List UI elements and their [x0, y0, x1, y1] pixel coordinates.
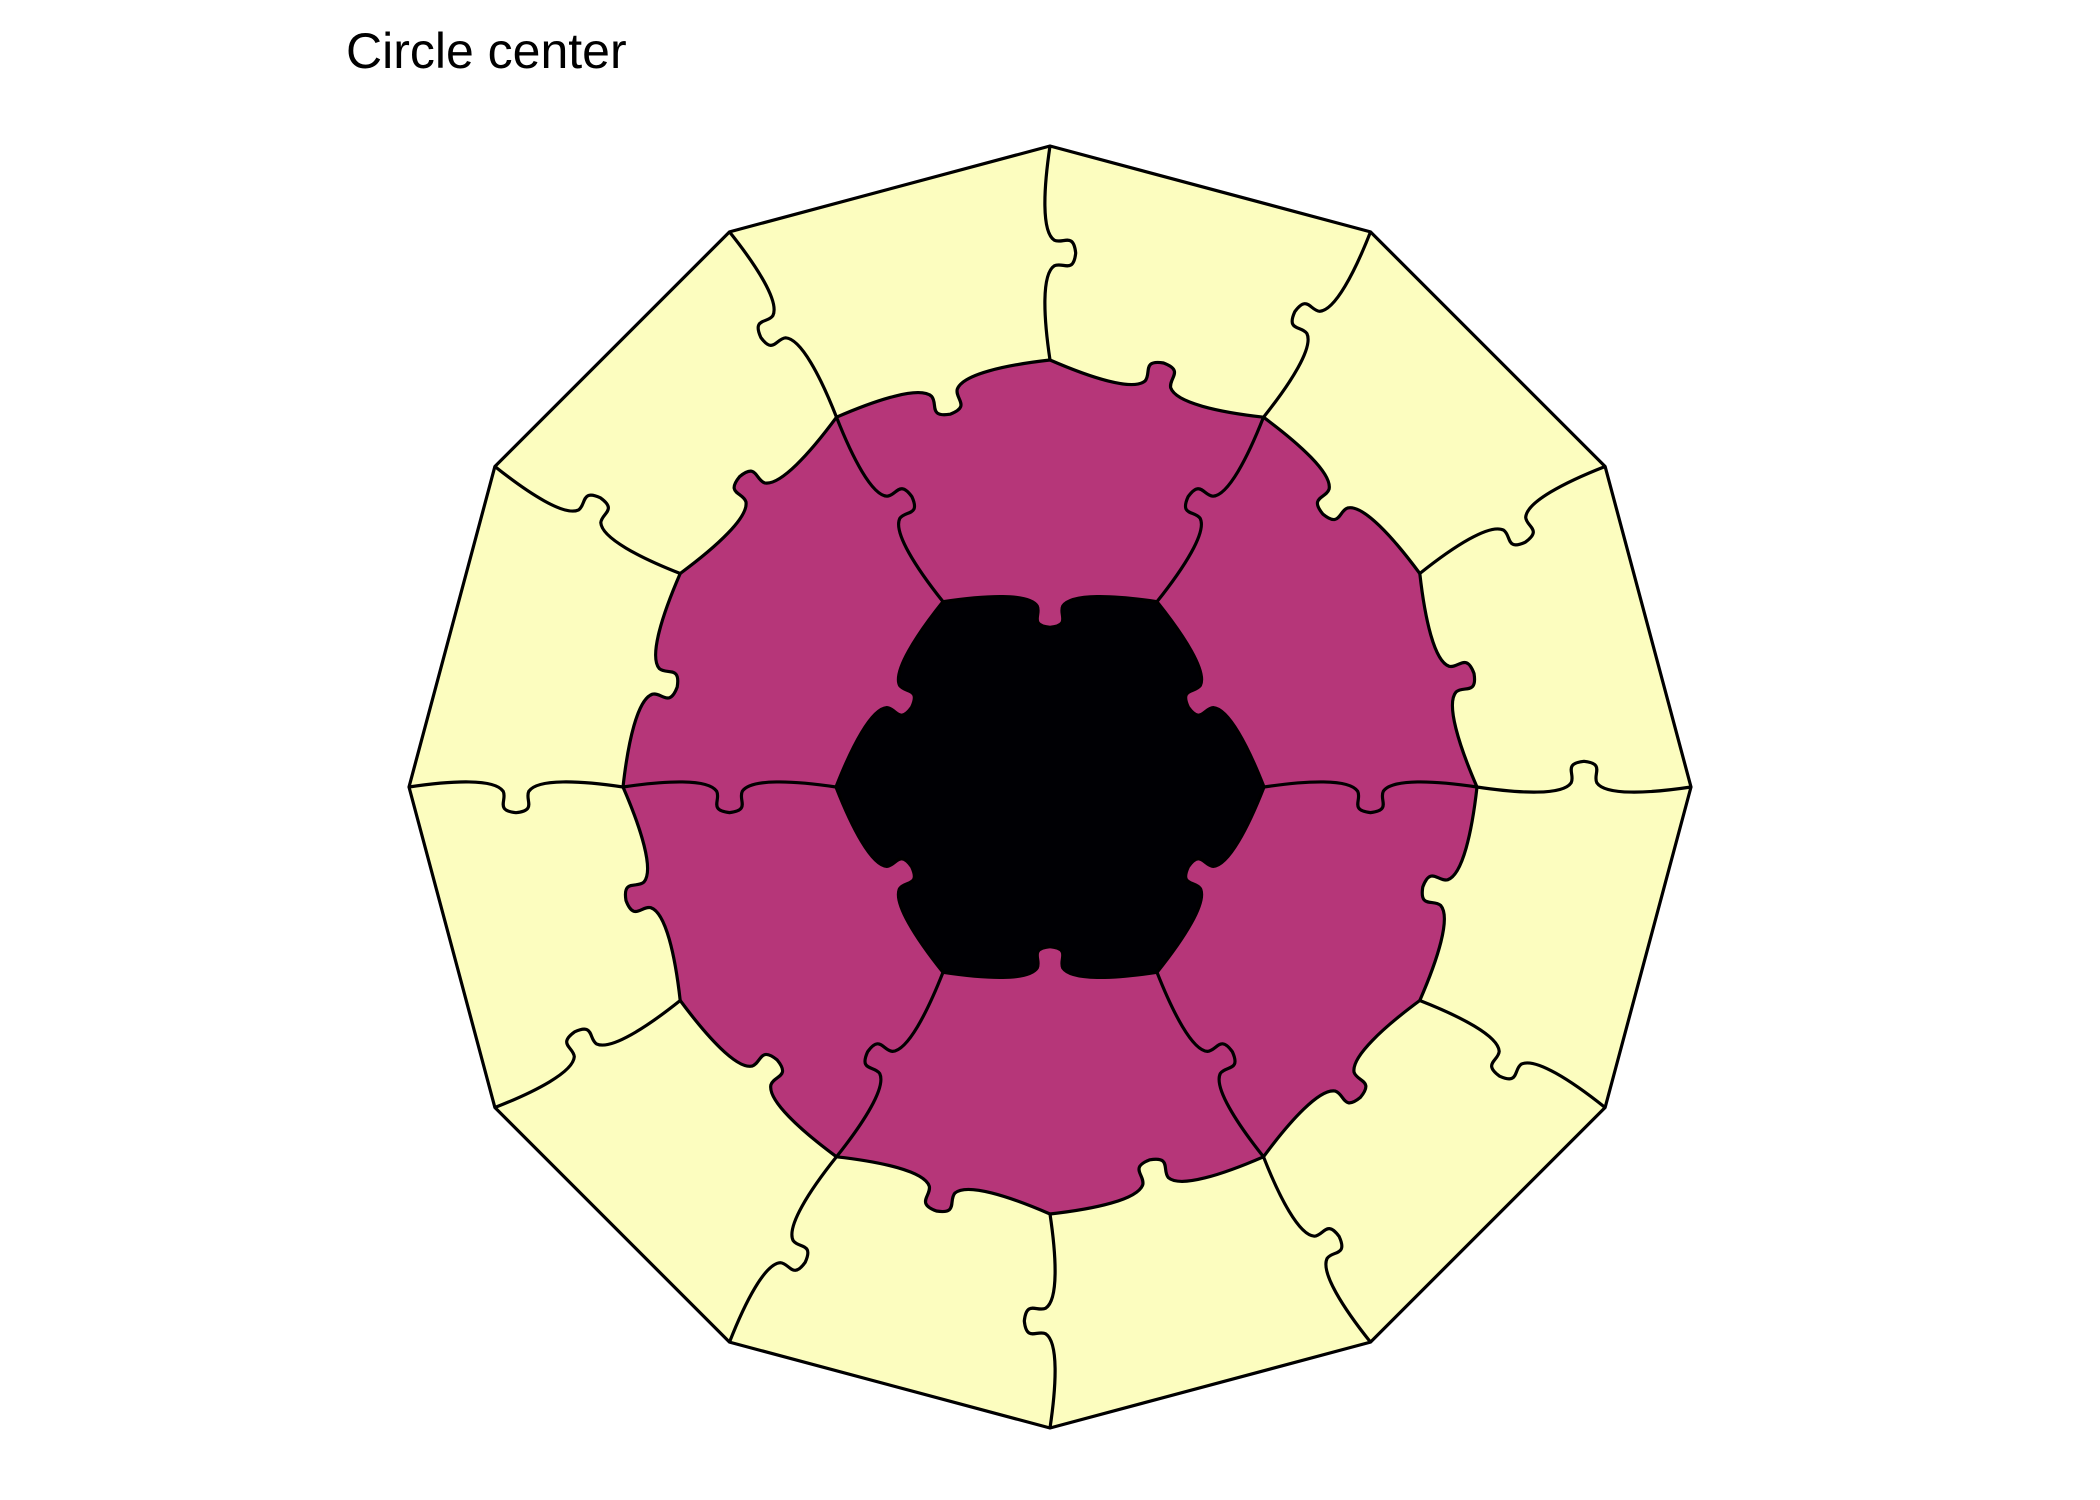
- outer-radial-edge: [728, 230, 838, 418]
- center-edge: [942, 945, 1158, 980]
- middle-outer-edge: [1262, 999, 1421, 1158]
- middle-radial-edge: [835, 971, 945, 1158]
- middle-radial-edge: [1263, 780, 1478, 815]
- outer-radial-edge: [493, 465, 681, 575]
- center-edge: [834, 786, 945, 974]
- outer-radial-edge: [1418, 465, 1606, 575]
- middle-outer-edge: [679, 416, 838, 575]
- middle-outer-edge: [1418, 786, 1479, 1002]
- middle-radial-edge: [1155, 416, 1265, 603]
- outer-radial-edge: [1022, 1213, 1057, 1429]
- middle-outer-edge: [621, 572, 682, 788]
- center-piece-fill: [836, 596, 1264, 978]
- middle-outer-edge: [621, 786, 682, 1001]
- middle-outer-edge: [836, 1155, 1051, 1216]
- plot-title: Circle center: [346, 23, 627, 79]
- center-edge: [942, 594, 1158, 629]
- middle-outer-edge: [1049, 358, 1264, 419]
- outer-radial-edge: [408, 780, 624, 815]
- outer-radial-edge: [728, 1155, 838, 1343]
- middle-outer-edge: [1418, 573, 1479, 788]
- middle-radial-edge: [835, 416, 945, 603]
- center-edge: [834, 600, 945, 788]
- middle-outer-edge: [1262, 415, 1422, 575]
- outer-radial-edge: [1043, 145, 1078, 361]
- middle-radial-edge: [622, 780, 837, 815]
- outer-radial-edge: [1419, 999, 1607, 1109]
- middle-radial-edge: [1155, 971, 1265, 1158]
- middle-outer-edge: [1049, 1155, 1265, 1216]
- center-edge: [1155, 600, 1266, 788]
- outer-radial-edge: [1262, 231, 1372, 419]
- outer-radial-edge: [494, 999, 682, 1109]
- middle-outer-edge: [678, 999, 838, 1159]
- center-edge: [1155, 786, 1266, 974]
- outer-radial-edge: [1262, 1156, 1372, 1344]
- outer-radial-edge: [1476, 759, 1692, 794]
- middle-outer-edge: [835, 358, 1051, 419]
